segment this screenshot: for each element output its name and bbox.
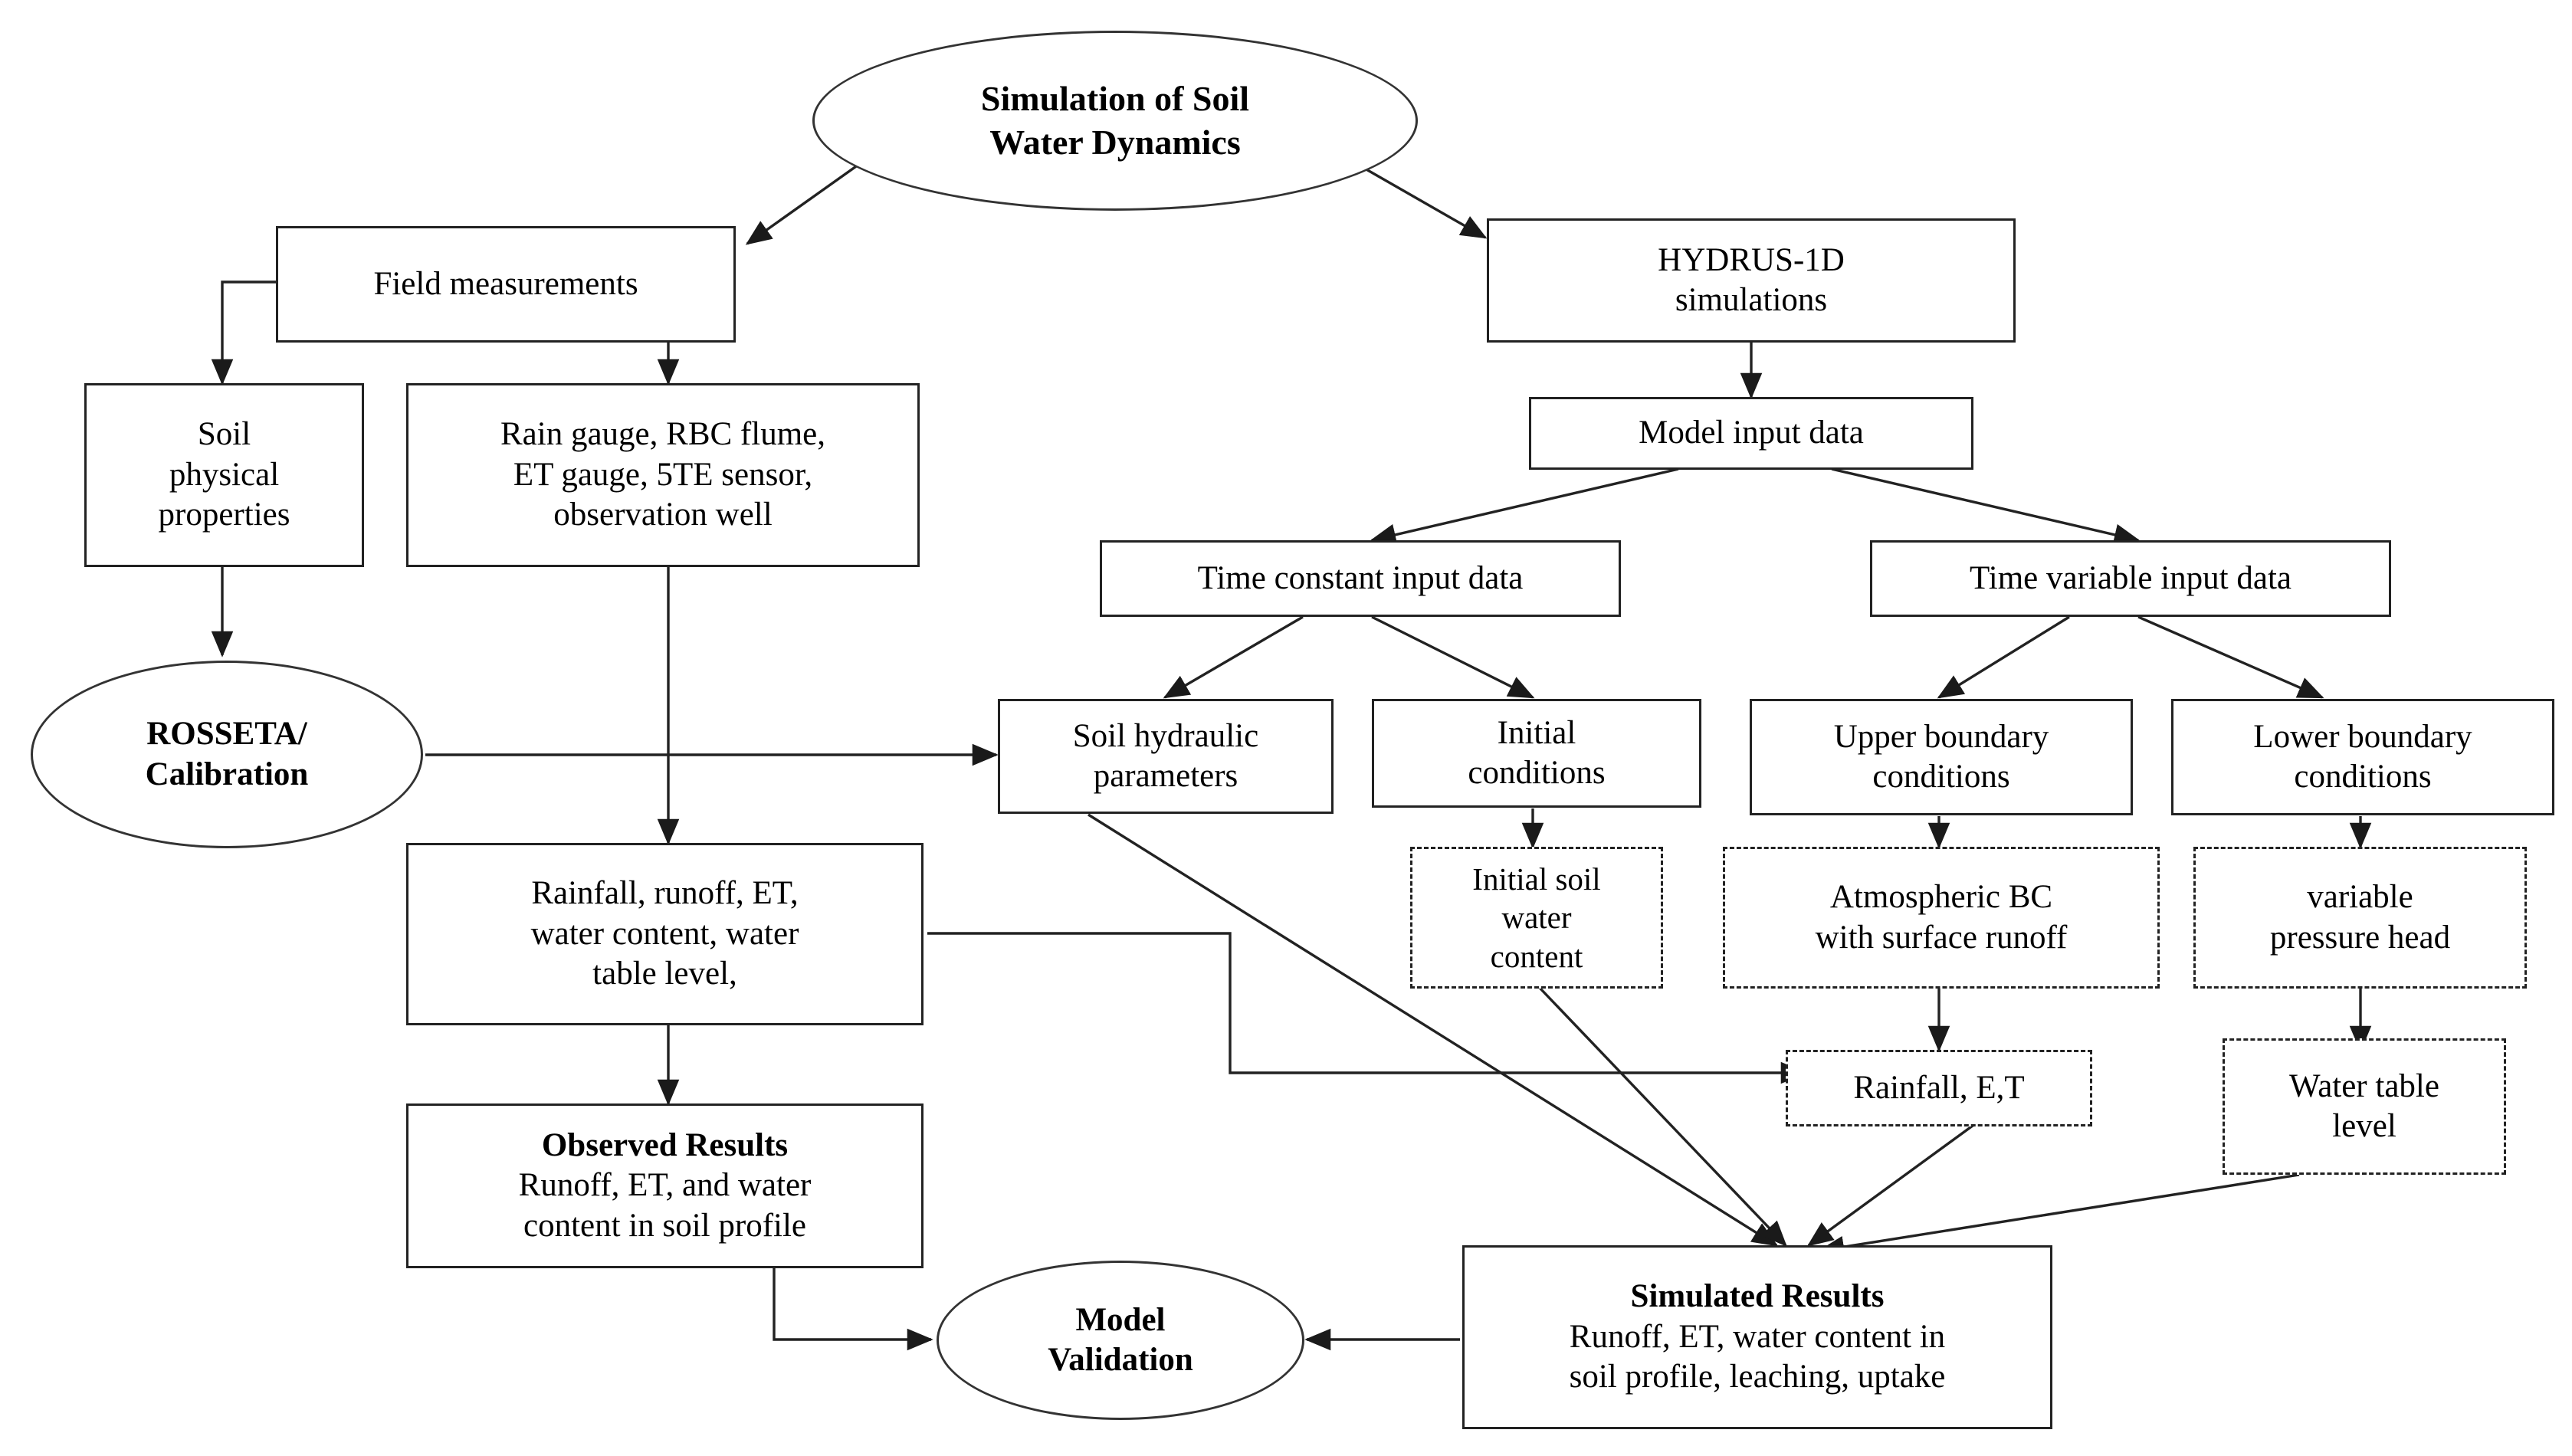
edge-measured-vars-to-rainfall-et — [927, 932, 1807, 1084]
node-line: physical — [169, 456, 280, 493]
node-line: Upper boundary — [1833, 718, 2049, 755]
node-line: Time variable input data — [1970, 559, 2292, 596]
node-field-instruments[interactable]: Rain gauge, RBC flume, ET gauge, 5TE sen… — [406, 383, 920, 567]
node-line: Rainfall, E,T — [1853, 1069, 2025, 1106]
node-line: Simulation of Soil — [980, 79, 1250, 119]
node-simulation-of-soil-water-dynamics[interactable]: Simulation of Soil Water Dynamics — [812, 31, 1418, 211]
node-line: Soil — [197, 416, 251, 453]
edge-time-constant-to-soil-hydraulic — [1163, 615, 1304, 699]
node-title: Simulated Results — [1630, 1278, 1885, 1315]
node-initial-soil-water-content[interactable]: Initial soil water content — [1410, 847, 1663, 989]
node-line: ET gauge, 5TE sensor, — [513, 456, 813, 493]
edge-observed-results-to-model-validation — [773, 1268, 933, 1351]
node-line: Model input data — [1639, 415, 1864, 451]
node-line: variable — [2307, 879, 2413, 916]
edge-time-variable-to-upper-bc — [1937, 615, 2070, 699]
node-measured-variables[interactable]: Rainfall, runoff, ET, water content, wat… — [406, 843, 923, 1025]
node-line: Field measurements — [373, 265, 638, 302]
edge-root-to-hydrus — [1348, 158, 1488, 239]
node-line: Initial — [1497, 714, 1576, 751]
node-line: conditions — [2294, 759, 2432, 795]
node-line: conditions — [1872, 759, 2010, 795]
node-line: Soil hydraulic — [1072, 717, 1259, 754]
node-line: Lower boundary — [2253, 718, 2472, 755]
edge-time-variable-to-lower-bc — [2137, 615, 2324, 699]
node-upper-boundary-conditions[interactable]: Upper boundary conditions — [1750, 699, 2133, 815]
node-lower-boundary-conditions[interactable]: Lower boundary conditions — [2171, 699, 2554, 815]
node-atmospheric-bc-surface-runoff[interactable]: Atmospheric BC with surface runoff — [1723, 847, 2160, 989]
edge-initial-swc-to-simulated-results — [1537, 985, 1787, 1247]
node-field-measurements[interactable]: Field measurements — [276, 226, 736, 343]
node-line: HYDRUS-1D — [1658, 241, 1845, 278]
node-line: Runoff, ET, water content in — [1569, 1318, 1946, 1355]
edge-rainfall-et-to-simulated-results — [1806, 1110, 1994, 1247]
node-line: observation well — [553, 497, 773, 533]
node-line: content — [1490, 938, 1583, 974]
node-line: with surface runoff — [1815, 919, 2068, 956]
node-soil-physical-properties[interactable]: Soil physical properties — [84, 383, 364, 567]
node-water-table-level[interactable]: Water table level — [2223, 1038, 2506, 1175]
node-line: Model — [1075, 1301, 1166, 1338]
node-rainfall-e-t[interactable]: Rainfall, E,T — [1786, 1050, 2092, 1126]
node-line: Water Dynamics — [989, 122, 1241, 162]
edge-model-input-to-time-constant — [1370, 467, 1679, 546]
node-line: Calibration — [145, 756, 309, 792]
node-line: water — [1501, 900, 1572, 936]
node-line: Runoff, ET, and water — [518, 1167, 812, 1204]
node-line: table level, — [592, 956, 737, 992]
node-line: Rain gauge, RBC flume, — [500, 416, 825, 453]
node-title: Observed Results — [541, 1126, 789, 1163]
node-line: water content, water — [530, 915, 799, 952]
node-line: soil profile, leaching, uptake — [1569, 1359, 1946, 1395]
node-line: properties — [158, 497, 290, 533]
node-line: Validation — [1048, 1342, 1193, 1378]
node-line: Atmospheric BC — [1829, 879, 2053, 916]
node-line: Rainfall, runoff, ET, — [531, 875, 799, 912]
node-hydrus-1d-simulations[interactable]: HYDRUS-1D simulations — [1487, 218, 2016, 343]
node-line: parameters — [1093, 758, 1238, 794]
node-line: level — [2332, 1108, 2396, 1144]
node-observed-results[interactable]: Observed Results Runoff, ET, and water c… — [406, 1103, 923, 1268]
node-variable-pressure-head[interactable]: variable pressure head — [2193, 847, 2527, 989]
node-time-constant-input-data[interactable]: Time constant input data — [1100, 540, 1621, 617]
edge-field-to-soil-physical — [211, 280, 276, 385]
node-line: Water table — [2289, 1067, 2439, 1104]
node-simulated-results[interactable]: Simulated Results Runoff, ET, water cont… — [1462, 1245, 2052, 1429]
node-line: Time constant input data — [1197, 559, 1524, 596]
node-line: content in soil profile — [523, 1207, 806, 1244]
edge-root-to-field-measurements — [745, 163, 859, 245]
edge-time-constant-to-initial-conditions — [1371, 615, 1535, 699]
node-line: conditions — [1468, 755, 1606, 791]
node-rosseta-calibration[interactable]: ROSSETA/ Calibration — [31, 661, 423, 848]
node-soil-hydraulic-parameters[interactable]: Soil hydraulic parameters — [998, 699, 1334, 814]
edge-water-table-to-simulated-results — [1818, 1173, 2300, 1258]
node-model-input-data[interactable]: Model input data — [1529, 397, 1973, 470]
node-line: simulations — [1675, 282, 1828, 318]
edge-model-input-to-time-variable — [1831, 467, 2141, 546]
node-time-variable-input-data[interactable]: Time variable input data — [1870, 540, 2391, 617]
node-line: pressure head — [2269, 919, 2451, 956]
node-line: Initial soil — [1472, 861, 1601, 897]
node-initial-conditions[interactable]: Initial conditions — [1372, 699, 1701, 808]
node-model-validation[interactable]: Model Validation — [937, 1261, 1304, 1420]
node-line: ROSSETA/ — [146, 716, 307, 753]
